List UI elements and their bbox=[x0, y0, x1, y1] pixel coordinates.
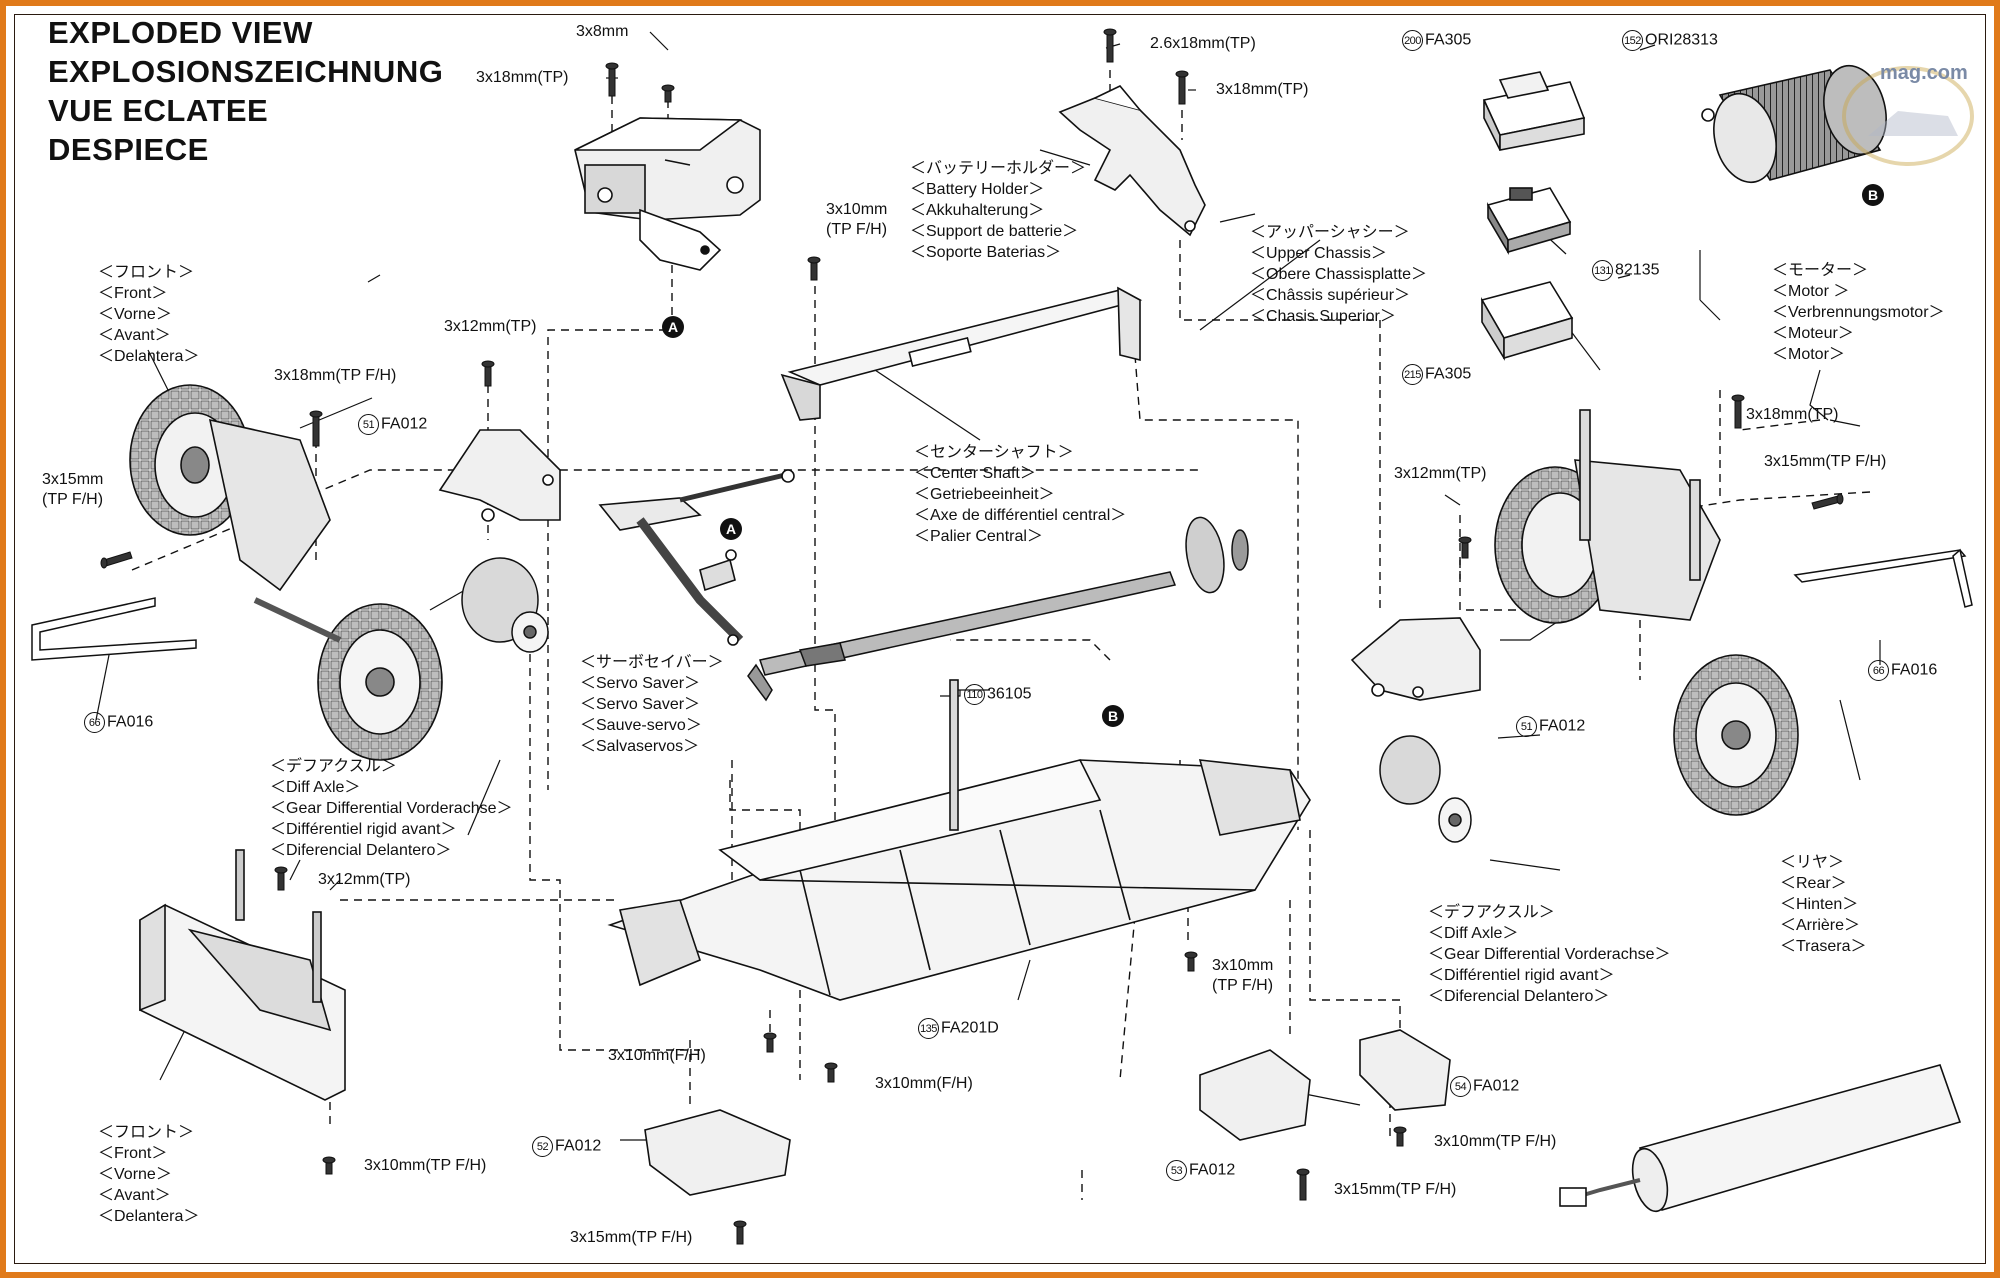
title-en: EXPLODED VIEW bbox=[48, 15, 313, 50]
label-block-battery-holder: ＜バッテリーホルダー＞ ＜Battery Holder＞ ＜Akkuhalter… bbox=[910, 160, 1087, 261]
title-es: DESPIECE bbox=[48, 132, 209, 167]
marker-b-chassis: B bbox=[1102, 705, 1124, 727]
front-wheel-assembly bbox=[129, 384, 443, 761]
screw-label-3x18-chassis: 3x18mm(TP) bbox=[1216, 81, 1309, 98]
screw-label-3x10-mid-type: (TP F/H) bbox=[1212, 977, 1274, 994]
hex-wrenches bbox=[31, 548, 1973, 661]
screw-label-3x18-tpfh: 3x18mm(TP F/H) bbox=[274, 367, 397, 384]
screw-label-3x12-front: 3x12mm(TP) bbox=[444, 318, 537, 335]
screw-label-3x18-rear: 3x18mm(TP) bbox=[1746, 406, 1839, 423]
servo-saver bbox=[598, 469, 795, 646]
screw-label-3x15-left: 3x15mm bbox=[42, 471, 104, 488]
motor bbox=[1701, 64, 1887, 184]
marker-b-motor: B bbox=[1862, 184, 1884, 206]
watermark-text: mag.com bbox=[1880, 62, 1968, 84]
label-block-motor: ＜モーター＞ ＜Motor ＞ ＜Verbrennungsmotor＞ ＜Mot… bbox=[1772, 262, 1945, 363]
screw-label-3x10-bumper: 3x10mm(TP F/H) bbox=[364, 1157, 487, 1174]
battery-pack bbox=[1559, 1064, 1962, 1213]
screw-label-2-6x18: 2.6x18mm(TP) bbox=[1150, 35, 1256, 52]
title-fr: VUE ECLATEE bbox=[48, 93, 269, 128]
skid-plates bbox=[644, 1029, 1451, 1196]
screw-label-3x10-top: 3x10mm bbox=[826, 201, 888, 218]
rear-gear-cover bbox=[1350, 617, 1481, 701]
screw-label-3x12-bumper: 3x12mm(TP) bbox=[318, 871, 411, 888]
front-diff bbox=[461, 557, 549, 653]
leader-lines bbox=[95, 31, 1881, 1141]
frame-inner-border bbox=[14, 14, 1986, 1264]
screw-label-3x10-rear: 3x10mm(TP F/H) bbox=[1434, 1133, 1557, 1150]
screw-label-3x15-left-type: (TP F/H) bbox=[42, 491, 104, 508]
front-bumper bbox=[139, 849, 346, 1101]
watermark-logo bbox=[1838, 56, 1978, 166]
screw-label-3x8: 3x8mm bbox=[576, 23, 629, 40]
screw-label-3x10-top-type: (TP F/H) bbox=[826, 221, 888, 238]
screw-label-3x10-fh-a: 3x10mm(F/H) bbox=[608, 1047, 706, 1064]
screw-label-3x10-mid: 3x10mm bbox=[1212, 957, 1274, 974]
servo-assembly bbox=[574, 117, 761, 271]
upper-chassis bbox=[1058, 85, 1206, 237]
screw-label-3x15-bottom: 3x15mm(TP F/H) bbox=[570, 1229, 693, 1246]
label-block-center-shaft: ＜センターシャフト＞ ＜Center Shaft＞ ＜Getriebeeinhe… bbox=[914, 444, 1127, 545]
screw-label-3x12-rear: 3x12mm(TP) bbox=[1394, 465, 1487, 482]
title-de: EXPLOSIONSZEICHNUNG bbox=[48, 54, 444, 89]
marker-a-saver: A bbox=[720, 518, 742, 540]
label-block-front-bottom: ＜フロント＞ ＜Front＞ ＜Vorne＞ ＜Avant＞ ＜Delanter… bbox=[98, 1124, 200, 1225]
center-shaft bbox=[747, 516, 1249, 702]
label-block-rear: ＜リヤ＞ ＜Rear＞ ＜Hinten＞ ＜Arrière＞ ＜Trasera＞ bbox=[1780, 854, 1867, 955]
label-block-diff-rear: ＜デフアクスル＞ ＜Diff Axle＞ ＜Gear Differential … bbox=[1428, 904, 1671, 1005]
label-block-diff-front: ＜デフアクスル＞ ＜Diff Axle＞ ＜Gear Differential … bbox=[270, 758, 513, 859]
label-block-upper-chassis: ＜アッパーシャシー＞ ＜Upper Chassis＞ ＜Obere Chassi… bbox=[1250, 224, 1427, 325]
rear-diff bbox=[1379, 735, 1472, 843]
main-chassis bbox=[607, 679, 1311, 1001]
battery-holder bbox=[780, 286, 1143, 421]
label-block-servo-saver: ＜サーボセイバー＞ ＜Servo Saver＞ ＜Servo Saver＞ ＜S… bbox=[580, 654, 724, 755]
label-block-front-top: ＜フロント＞ ＜Front＞ ＜Vorne＞ ＜Avant＞ ＜Delanter… bbox=[98, 264, 200, 365]
screw-label-3x15-rear: 3x15mm(TP F/H) bbox=[1764, 453, 1887, 470]
screw-label-3x10-fh-b: 3x10mm(F/H) bbox=[875, 1075, 973, 1092]
screw-label-3x18-servo: 3x18mm(TP) bbox=[476, 69, 569, 86]
screws bbox=[100, 28, 1844, 1245]
marker-a-servo: A bbox=[662, 316, 684, 338]
electronics-boxes bbox=[1480, 71, 1586, 361]
front-gear-cover bbox=[438, 429, 561, 522]
rear-wheel-assembly bbox=[1494, 409, 1799, 816]
screw-label-3x15-rear-bottom: 3x15mm(TP F/H) bbox=[1334, 1181, 1457, 1198]
